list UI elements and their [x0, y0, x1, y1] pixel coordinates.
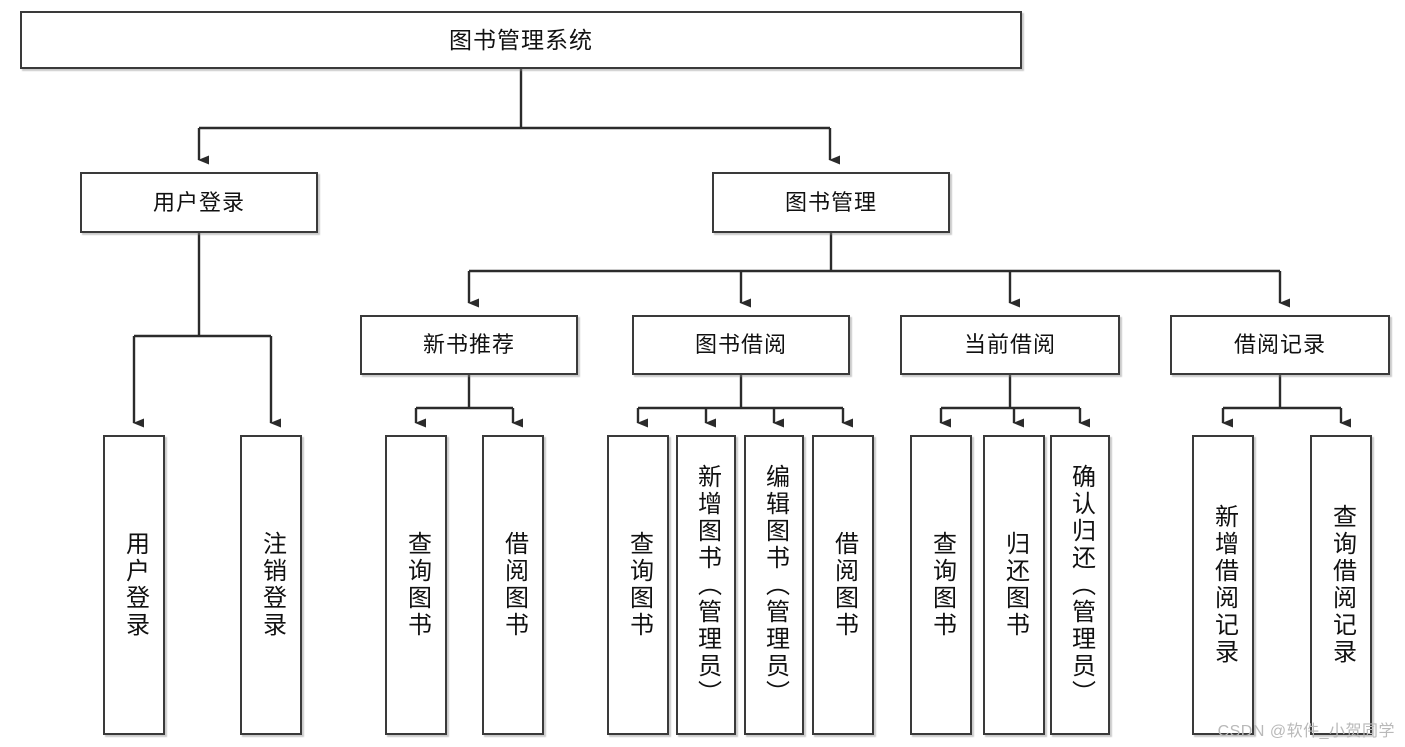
- leaf-add-book-admin[interactable]: 新增图书（管理员）: [676, 435, 736, 735]
- node-new-book-recommend[interactable]: 新书推荐: [360, 315, 578, 375]
- node-label: 当前借阅: [963, 332, 1056, 358]
- node-label: 查询图书: [928, 531, 956, 639]
- node-label: 查询借阅记录: [1328, 504, 1356, 666]
- node-label: 借阅图书: [500, 531, 528, 639]
- leaf-return-book[interactable]: 归还图书: [983, 435, 1045, 735]
- node-label: 归还图书: [1001, 531, 1029, 639]
- node-book-borrow[interactable]: 图书借阅: [632, 315, 850, 375]
- leaf-query-book-current[interactable]: 查询图书: [910, 435, 972, 735]
- leaf-borrow-book-recommend[interactable]: 借阅图书: [482, 435, 544, 735]
- watermark: CSDN @软件_小贺同学: [1217, 723, 1395, 740]
- node-label: 用户登录: [152, 189, 245, 215]
- leaf-user-login[interactable]: 用户登录: [103, 435, 165, 735]
- leaf-edit-book-admin[interactable]: 编辑图书（管理员）: [744, 435, 804, 735]
- node-label: 编辑图书（管理员）: [761, 463, 789, 707]
- node-user-login[interactable]: 用户登录: [80, 172, 318, 233]
- node-book-management[interactable]: 图书管理: [712, 172, 950, 233]
- node-label: 新增借阅记录: [1210, 504, 1238, 666]
- node-label: 用户登录: [121, 531, 149, 639]
- node-label: 图书借阅: [694, 332, 787, 358]
- node-label: 图书管理系统: [449, 26, 593, 53]
- node-label: 借阅图书: [830, 531, 858, 639]
- leaf-query-book-borrow[interactable]: 查询图书: [607, 435, 669, 735]
- node-borrow-records[interactable]: 借阅记录: [1170, 315, 1390, 375]
- leaf-borrow-book[interactable]: 借阅图书: [812, 435, 874, 735]
- node-label: 查询图书: [625, 531, 653, 639]
- node-label: 新书推荐: [422, 332, 515, 358]
- node-label: 借阅记录: [1233, 332, 1326, 358]
- node-current-borrow[interactable]: 当前借阅: [900, 315, 1120, 375]
- node-label: 查询图书: [403, 531, 431, 639]
- node-label: 注销登录: [258, 531, 286, 639]
- leaf-query-book-recommend[interactable]: 查询图书: [385, 435, 447, 735]
- leaf-query-borrow-record[interactable]: 查询借阅记录: [1310, 435, 1372, 735]
- node-label: 图书管理: [784, 189, 877, 215]
- leaf-add-borrow-record[interactable]: 新增借阅记录: [1192, 435, 1254, 735]
- node-label: 确认归还（管理员）: [1067, 463, 1095, 707]
- node-label: 新增图书（管理员）: [693, 463, 721, 707]
- leaf-confirm-return-admin[interactable]: 确认归还（管理员）: [1050, 435, 1110, 735]
- node-root[interactable]: 图书管理系统: [20, 11, 1022, 69]
- leaf-logout[interactable]: 注销登录: [240, 435, 302, 735]
